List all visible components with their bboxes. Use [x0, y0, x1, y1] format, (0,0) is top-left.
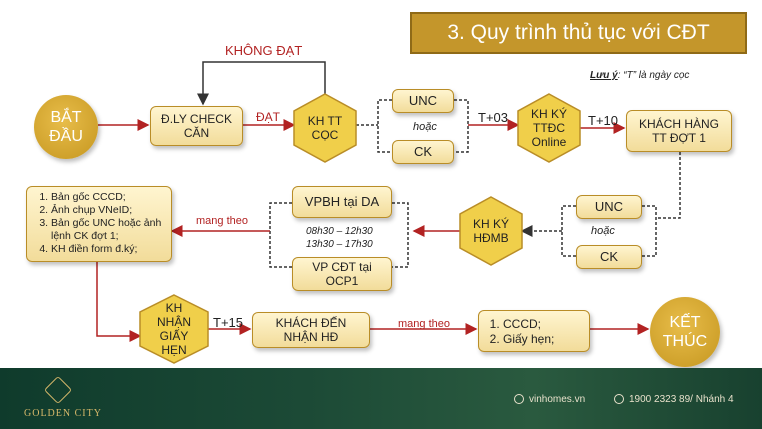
office-hours-2: 13h30 – 17h30 [306, 239, 373, 250]
pay-installment-1-node: KHÁCH HÀNG TT ĐỢT 1 [626, 110, 732, 152]
or-label-2: hoặc [591, 225, 615, 237]
golden-city-logo: GOLDEN CITY [24, 408, 102, 419]
final-documents-list: CCCD; Giấy hẹn; [478, 310, 590, 352]
doc-item: Bản gốc UNC hoặc ảnh lệnh CK đợt 1; [51, 217, 165, 243]
deposit-label: KH TT CỌC [307, 114, 343, 142]
globe-icon [514, 394, 524, 404]
note: Lưu ý: “T” là ngày cọc [590, 70, 689, 81]
t15-label: T+15 [213, 315, 243, 330]
flow-connectors [96, 61, 681, 364]
unc-option-2: UNC [576, 195, 642, 219]
doc-item: KH điền form đ.ký; [51, 243, 165, 256]
or-label-1: hoặc [413, 121, 437, 133]
website-text: vinhomes.vn [529, 394, 586, 405]
pass-label: ĐẠT [256, 110, 280, 124]
ck-option-2: CK [576, 245, 642, 269]
fail-label: KHÔNG ĐẠT [225, 43, 303, 58]
t03-label: T+03 [478, 110, 508, 125]
office-hours-1: 08h30 – 12h30 [306, 226, 373, 237]
check-node: Đ.LY CHECK CĂN [150, 106, 243, 146]
note-prefix: Lưu ý [590, 70, 618, 81]
unc-option-1: UNC [392, 89, 454, 113]
vp-cdt-office: VP CĐT tại OCP1 [292, 257, 392, 291]
note-text: : “T” là ngày cọc [617, 70, 690, 81]
sign-ttdc-label: KH KÝ TTĐC Online [530, 107, 567, 149]
phone-text: 1900 2323 89/ Nhánh 4 [629, 394, 734, 405]
documents-list: Bản gốc CCCD; Ảnh chụp VNeID; Bản gốc UN… [26, 186, 172, 262]
sign-hdmb-label: KH KÝ HĐMB [472, 217, 509, 245]
hotline[interactable]: 1900 2323 89/ Nhánh 4 [614, 394, 734, 405]
phone-icon [614, 394, 624, 404]
footer: GOLDEN CITY vinhomes.vn 1900 2323 89/ Nh… [0, 368, 762, 429]
sign-hdmb-hexagon [459, 196, 523, 266]
t10-label: T+10 [588, 113, 618, 128]
website-link[interactable]: vinhomes.vn [514, 394, 585, 405]
receive-appt-label: KH NHẬN GIẤY HẸN [156, 301, 191, 357]
receive-appt-hexagon [139, 294, 209, 364]
final-doc-item: Giấy hẹn; [503, 332, 583, 347]
bring-label-2: mang theo [398, 318, 450, 330]
sign-ttdc-hexagon [517, 93, 581, 163]
final-doc-item: CCCD; [503, 317, 583, 332]
doc-item: Ảnh chụp VNeID; [51, 204, 165, 217]
deposit-hexagon [293, 93, 357, 163]
start-node: BẮT ĐẦU [34, 95, 98, 159]
vpbh-office: VPBH tại DA [292, 186, 392, 218]
end-node: KẾT THÚC [650, 297, 720, 367]
page-title: 3. Quy trình thủ tục với CĐT [410, 12, 747, 54]
doc-item: Bản gốc CCCD; [51, 191, 165, 204]
bring-label-1: mang theo [196, 215, 248, 227]
golden-city-logo-icon [43, 375, 73, 405]
receive-contract-node: KHÁCH ĐẾN NHẬN HĐ [252, 312, 370, 348]
ck-option-1: CK [392, 140, 454, 164]
